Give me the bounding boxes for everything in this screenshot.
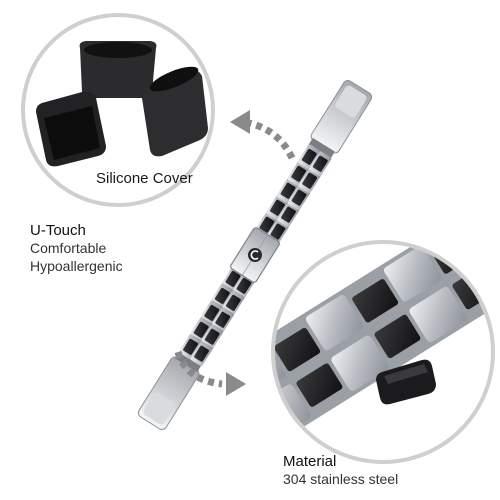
- brand-label: U-Touch: [30, 222, 86, 239]
- band-links-upper: [255, 137, 335, 245]
- watch-band: [137, 79, 373, 431]
- band-clasp: [230, 227, 280, 283]
- material-title: Material: [283, 453, 337, 470]
- u-touch-logo-icon: [248, 248, 262, 262]
- silicone-loop-left: [36, 91, 106, 167]
- silicone-loop-back: [79, 41, 157, 98]
- material-detail: [271, 240, 495, 464]
- silicone-cover-label: Silicone Cover: [96, 170, 193, 187]
- loose-black-link: [376, 359, 436, 405]
- band-links-lower: [175, 265, 256, 373]
- feature-comfortable: Comfortable: [30, 240, 107, 256]
- feature-hypoallergenic: Hypoallergenic: [30, 258, 123, 274]
- silicone-loop-right: [142, 66, 208, 157]
- material-value: 304 stainless steel: [283, 471, 399, 487]
- arrow-to-material: [174, 350, 246, 396]
- arrow-to-silicone: [230, 110, 296, 160]
- silicone-cover-detail: [21, 13, 215, 207]
